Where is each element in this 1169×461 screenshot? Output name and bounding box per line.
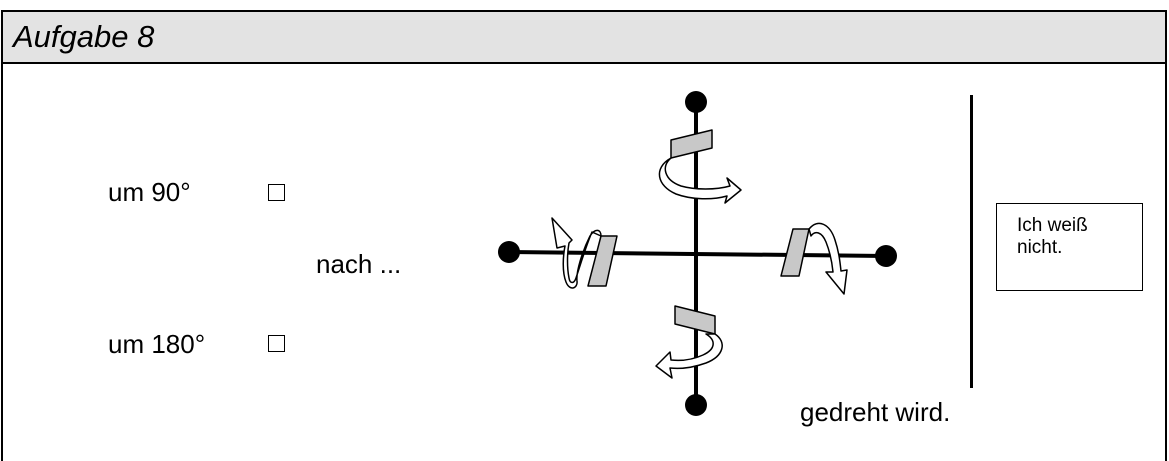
gedreht-wird-text: gedreht wird. bbox=[800, 397, 951, 427]
rotation-arrow-right-icon bbox=[780, 222, 848, 295]
separator-line bbox=[970, 95, 973, 388]
horizontal-axis bbox=[508, 250, 887, 258]
option-180-label: um 180° bbox=[108, 329, 206, 359]
task-frame: Aufgabe 8 bbox=[1, 10, 1167, 461]
dont-know-box[interactable]: Ich weiß nicht. bbox=[996, 203, 1143, 291]
axis-dot-top bbox=[685, 91, 707, 113]
rotation-arrow-bottom-icon bbox=[655, 305, 723, 379]
nach-text: nach ... bbox=[316, 249, 402, 279]
axis-dot-left bbox=[498, 241, 520, 263]
option-90-checkbox[interactable] bbox=[268, 184, 285, 201]
task-header: Aufgabe 8 bbox=[3, 12, 1165, 64]
axis-dot-right bbox=[875, 245, 897, 267]
dont-know-label: Ich weiß nicht. bbox=[1017, 215, 1088, 258]
option-180-checkbox[interactable] bbox=[268, 335, 285, 352]
rotation-arrow-left-icon bbox=[551, 217, 618, 289]
task-title: Aufgabe 8 bbox=[13, 19, 155, 54]
axis-dot-bottom bbox=[685, 394, 707, 416]
rotation-arrow-top-icon bbox=[658, 129, 742, 204]
option-90-label: um 90° bbox=[108, 177, 191, 207]
